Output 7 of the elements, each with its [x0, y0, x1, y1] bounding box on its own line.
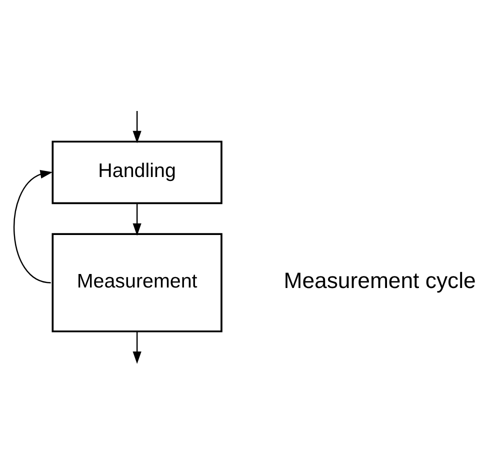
arrow: [14, 170, 53, 284]
arrow: [132, 111, 142, 144]
arrow: [132, 332, 142, 364]
node-box: Measurement: [52, 233, 222, 332]
node-box: Handling: [52, 140, 222, 204]
arrow: [132, 204, 142, 236]
label: Measurement cycle: [284, 268, 476, 294]
